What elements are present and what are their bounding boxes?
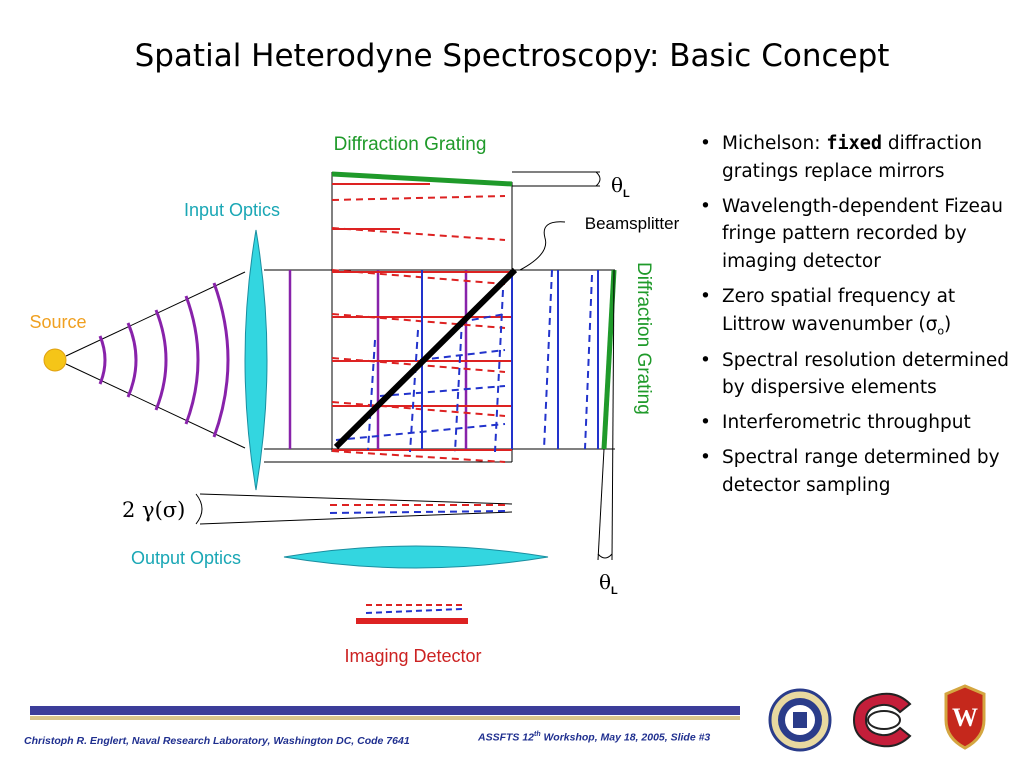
slide-title: Spatial Heterodyne Spectroscopy: Basic C… bbox=[134, 38, 890, 74]
theta-bottom-ref-1 bbox=[597, 448, 605, 561]
cornell-c-icon bbox=[852, 692, 912, 748]
source-icon bbox=[43, 348, 67, 372]
input-lens-icon bbox=[244, 229, 268, 491]
footer-workshop: ASSFTS 12th Workshop, May 18, 2005, Slid… bbox=[478, 731, 711, 744]
top-grating-icon bbox=[331, 171, 513, 187]
bullet-michelson: Michelson: fixed diffraction gratings re… bbox=[700, 130, 1020, 186]
wavefront-5 bbox=[212, 282, 230, 438]
bullet-fizeau: Wavelength-dependent Fizeau fringe patte… bbox=[700, 193, 1020, 276]
output-lens-icon bbox=[283, 545, 549, 569]
label-theta-top: θL bbox=[611, 173, 630, 200]
output-wedge-arc bbox=[195, 493, 203, 525]
beamsplitter-icon bbox=[333, 267, 518, 450]
right-arm-tilted-wavefronts bbox=[335, 269, 593, 453]
wavefront-2 bbox=[126, 322, 138, 398]
sh-spectrometer-diagram: Diffraction Grating Input Optics Source … bbox=[29, 134, 680, 666]
output-wave-blue bbox=[329, 510, 509, 514]
label-beamsplitter: Beamsplitter bbox=[585, 214, 680, 233]
theta-top-arc bbox=[595, 171, 601, 187]
beamsplitter-pointer bbox=[519, 221, 566, 271]
source-ray-lower bbox=[65, 363, 246, 449]
label-theta-bottom: θL bbox=[599, 570, 618, 597]
bullet-zero-frequency-text: Zero spatial frequency at Littrow wavenu… bbox=[722, 285, 956, 338]
theta-bottom-ref-2 bbox=[611, 269, 615, 561]
label-diffraction-grating-top: Diffraction Grating bbox=[334, 134, 487, 155]
label-imaging-detector: Imaging Detector bbox=[344, 646, 481, 666]
bullet-spectral-range: Spectral range determined by detector sa… bbox=[700, 444, 1020, 500]
imaging-detector-icon bbox=[356, 618, 468, 624]
label-diffraction-grating-side: Diffraction Grating bbox=[633, 262, 654, 415]
theta-bottom-arc bbox=[597, 553, 613, 559]
wavefront-1 bbox=[98, 335, 107, 385]
footer-author: Christoph R. Englert, Naval Research Lab… bbox=[24, 735, 410, 747]
bullet-list: Michelson: fixed diffraction gratings re… bbox=[700, 130, 1020, 506]
wavefront-4 bbox=[184, 295, 200, 425]
footer-bar bbox=[30, 706, 740, 715]
label-input-optics: Input Optics bbox=[184, 200, 280, 220]
navy-seal-icon bbox=[768, 688, 832, 752]
svg-text:W: W bbox=[952, 703, 978, 732]
label-output-optics: Output Optics bbox=[131, 548, 241, 568]
bullet-resolution: Spectral resolution determined by disper… bbox=[700, 347, 1020, 403]
detector-blue-fringe bbox=[365, 608, 463, 614]
bullet-throughput: Interferometric throughput bbox=[700, 409, 1020, 437]
wisconsin-crest-icon: W bbox=[944, 684, 986, 750]
bullet-zero-frequency: Zero spatial frequency at Littrow wavenu… bbox=[700, 283, 1020, 340]
label-source: Source bbox=[29, 312, 86, 332]
source-ray-upper bbox=[65, 271, 246, 357]
wavefront-3 bbox=[154, 309, 168, 411]
side-grating-icon bbox=[601, 269, 617, 450]
output-wedge-upper bbox=[199, 493, 513, 505]
right-arm-wavefronts bbox=[421, 270, 599, 449]
footer-bar-accent bbox=[30, 716, 740, 720]
output-wedge-lower bbox=[199, 511, 513, 525]
label-two-gamma-sigma: 2 γ(σ) bbox=[122, 498, 185, 522]
